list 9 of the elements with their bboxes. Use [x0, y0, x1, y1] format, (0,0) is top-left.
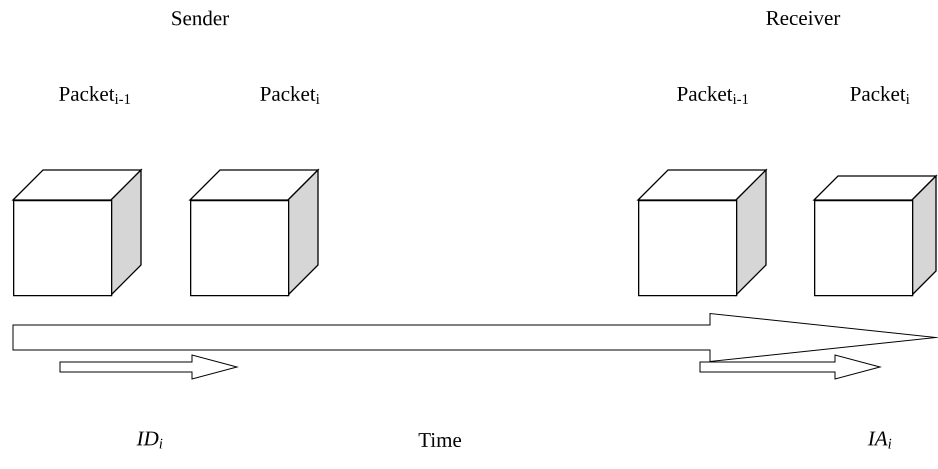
node-label: Packet$_{i}$: [260, 86, 320, 104]
side-label: Receiver: [766, 10, 840, 26]
node-label: Packet$_{i}$: [850, 86, 910, 104]
interval-label: ID$_{i}$: [136, 432, 162, 448]
node-label: Packet$_{i-1}$: [59, 86, 130, 104]
node-label: Packet$_{i-1}$: [677, 86, 748, 104]
axis-label: Time: [418, 432, 462, 448]
side-label: Sender: [172, 10, 229, 26]
interval-label: IA$_{i}$: [868, 432, 892, 448]
